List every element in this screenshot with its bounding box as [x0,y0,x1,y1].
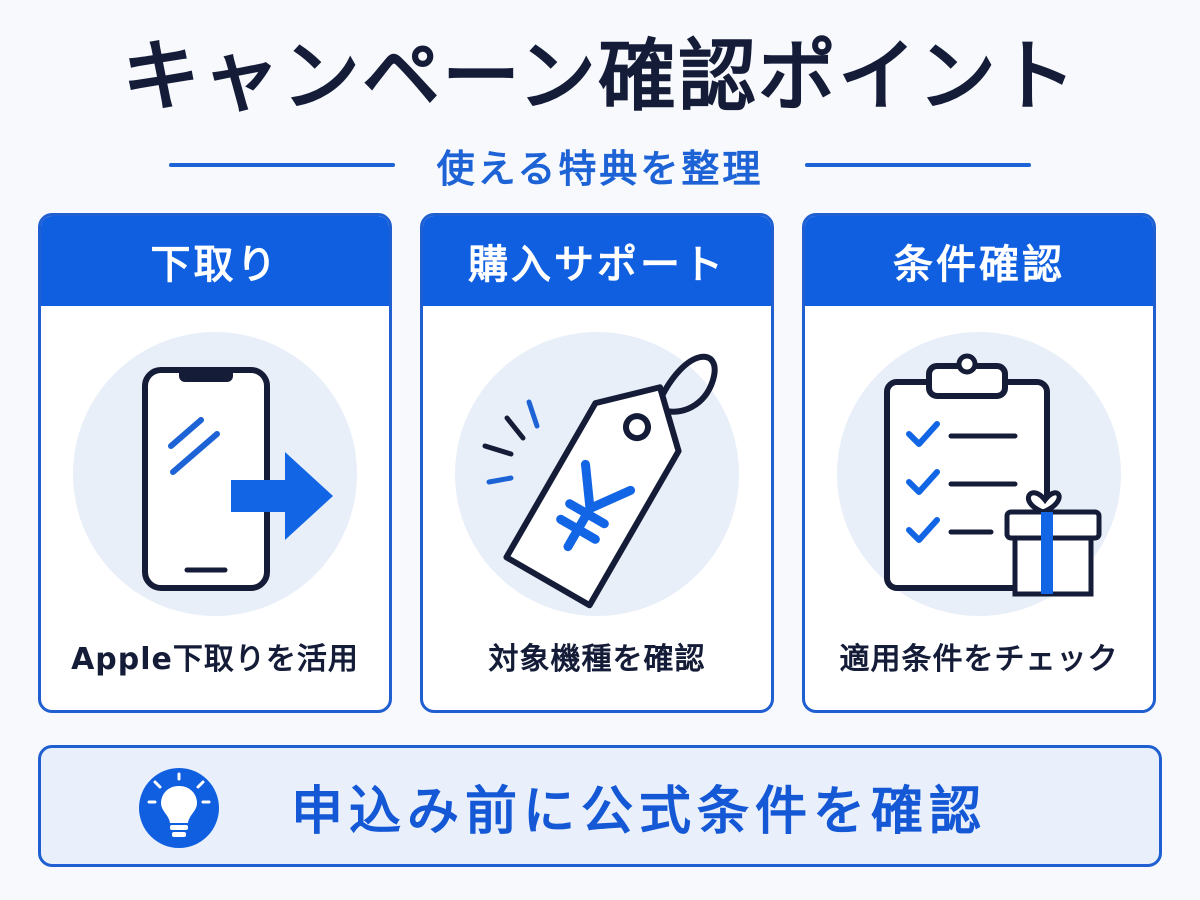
card-caption: 適用条件をチェック [839,642,1119,677]
card-header: 下取り [41,216,389,306]
card-caption: 対象機種を確認 [488,642,706,677]
lightbulb-icon [139,768,219,848]
bottom-note: 申込み前に公式条件を確認 [38,745,1162,867]
card-conditions: 条件確認 適用条件をチェック [802,213,1156,713]
card-caption: Apple下取りを活用 [71,642,359,677]
subtitle-divider-left [168,163,395,167]
checklist-gift-icon [805,306,1153,636]
card-purchase-support: 購入サポート 対象機種を確認 [420,213,774,713]
bottom-note-text: 申込み前に公式条件を確認 [291,781,988,842]
card-header: 購入サポート [423,216,771,306]
subtitle-row: 使える特典を整理 [0,135,1200,195]
subtitle: 使える特典を整理 [436,146,764,191]
phone-trade-in-icon [41,306,389,636]
card-trade-in: 下取り Apple下取りを活用 [38,213,392,713]
card-header: 条件確認 [805,216,1153,306]
subtitle-divider-right [805,163,1032,167]
yen-price-tag-icon [423,306,771,636]
page-title: キャンペーン確認ポイント [121,32,1079,122]
